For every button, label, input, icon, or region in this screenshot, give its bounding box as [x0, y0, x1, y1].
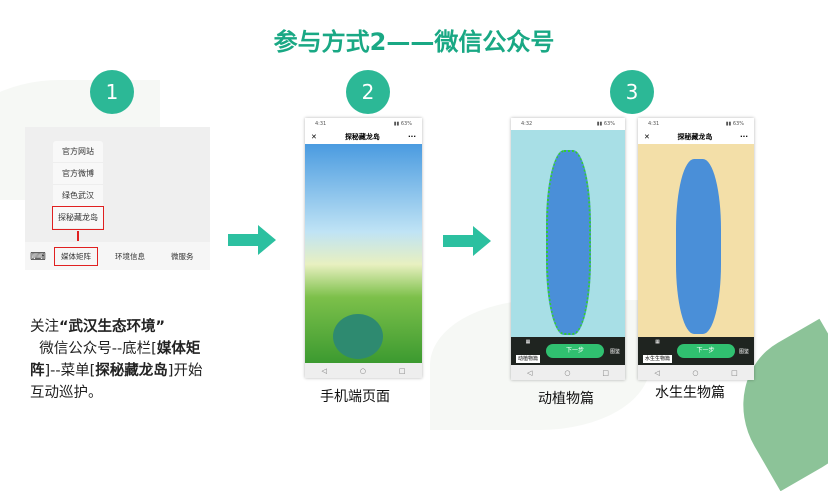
guide-button[interactable]: 图鉴: [738, 348, 749, 355]
page-title: 探秘藏龙岛: [677, 133, 713, 141]
back-nav-icon[interactable]: ◁: [321, 366, 327, 375]
next-button[interactable]: 下一步: [676, 344, 735, 358]
category-select[interactable]: 水生生物篇: [643, 354, 673, 363]
step-3-badge: 3: [610, 70, 654, 114]
recent-nav-icon[interactable]: □: [602, 368, 609, 377]
logo-emblem: [333, 314, 383, 359]
close-icon[interactable]: ✕: [311, 133, 317, 141]
back-nav-icon[interactable]: ◁: [654, 368, 660, 377]
phone-screenshot-aquatic: 4:31▮▮ 63% ✕探秘藏龙岛··· ▦水生生物篇下一步图鉴 ◁○□: [638, 118, 754, 380]
phone-screenshot-plants: 4:32▮▮ 63% ▦动植物篇下一步图鉴 ◁○□: [511, 118, 625, 380]
recent-nav-icon[interactable]: □: [398, 366, 406, 375]
phone-screenshot-main: 4:31▮▮ 63% ✕探秘藏龙岛··· ◁○□: [305, 118, 422, 378]
home-nav-icon[interactable]: ○: [564, 368, 571, 377]
next-button[interactable]: 下一步: [546, 344, 604, 358]
status-time: 4:31: [648, 121, 660, 127]
map-icon: ▦: [525, 338, 531, 345]
slide-title: 参与方式2——微信公众号: [273, 28, 555, 56]
home-nav-icon[interactable]: ○: [692, 368, 699, 377]
menu-item-website[interactable]: 官方网站: [53, 141, 103, 163]
category-select[interactable]: 动植物篇: [516, 354, 541, 363]
status-time: 4:32: [521, 121, 533, 127]
keyboard-icon[interactable]: ⌨: [30, 249, 46, 263]
back-nav-icon[interactable]: ◁: [526, 368, 533, 377]
map-image: [638, 144, 754, 337]
submenu: 官方网站 官方微博 绿色武汉 探秘藏龙岛: [52, 141, 104, 230]
more-icon[interactable]: ···: [740, 133, 748, 141]
page-title: 探秘藏龙岛: [344, 133, 380, 141]
status-time: 4:31: [315, 121, 327, 127]
recent-nav-icon[interactable]: □: [731, 368, 738, 377]
caption-mobile-page: 手机端页面: [320, 389, 390, 405]
instructions-text: 关注“武汉生态环境” 微信公众号--底栏[媒体矩阵]--菜单[探秘藏龙岛]开始互…: [30, 319, 203, 401]
caption-plants: 动植物篇: [538, 391, 594, 407]
step-2-badge: 2: [346, 70, 390, 114]
guide-button[interactable]: 图鉴: [609, 348, 620, 355]
map-icon: ▦: [655, 338, 660, 345]
lake-shape: [676, 159, 721, 334]
wechat-menu-screenshot: 官方网站 官方微博 绿色武汉 探秘藏龙岛 ⌨ 媒体矩阵 环境信息 微服务: [25, 127, 210, 270]
home-nav-icon[interactable]: ○: [359, 366, 366, 375]
more-icon[interactable]: ···: [408, 133, 416, 141]
menu-item-weibo[interactable]: 官方微博: [53, 163, 103, 185]
arrow-right-icon: [443, 226, 491, 256]
arrow-right-icon: [228, 225, 276, 255]
splash-image: [305, 144, 422, 363]
tab-media-matrix[interactable]: 媒体矩阵: [54, 246, 98, 266]
close-icon[interactable]: ✕: [644, 133, 650, 141]
tab-env-info[interactable]: 环境信息: [115, 251, 145, 261]
menu-item-green-wuhan[interactable]: 绿色武汉: [53, 185, 103, 207]
caption-aquatic: 水生生物篇: [655, 385, 725, 401]
red-arrow-icon: [77, 231, 79, 241]
menu-item-canglong-island[interactable]: 探秘藏龙岛: [52, 206, 104, 230]
lake-shape: [546, 150, 591, 335]
step-1-badge: 1: [90, 70, 134, 114]
map-image: [511, 130, 625, 337]
wechat-bottom-bar: ⌨ 媒体矩阵 环境信息 微服务: [25, 242, 210, 270]
tab-micro-service[interactable]: 微服务: [171, 251, 194, 261]
